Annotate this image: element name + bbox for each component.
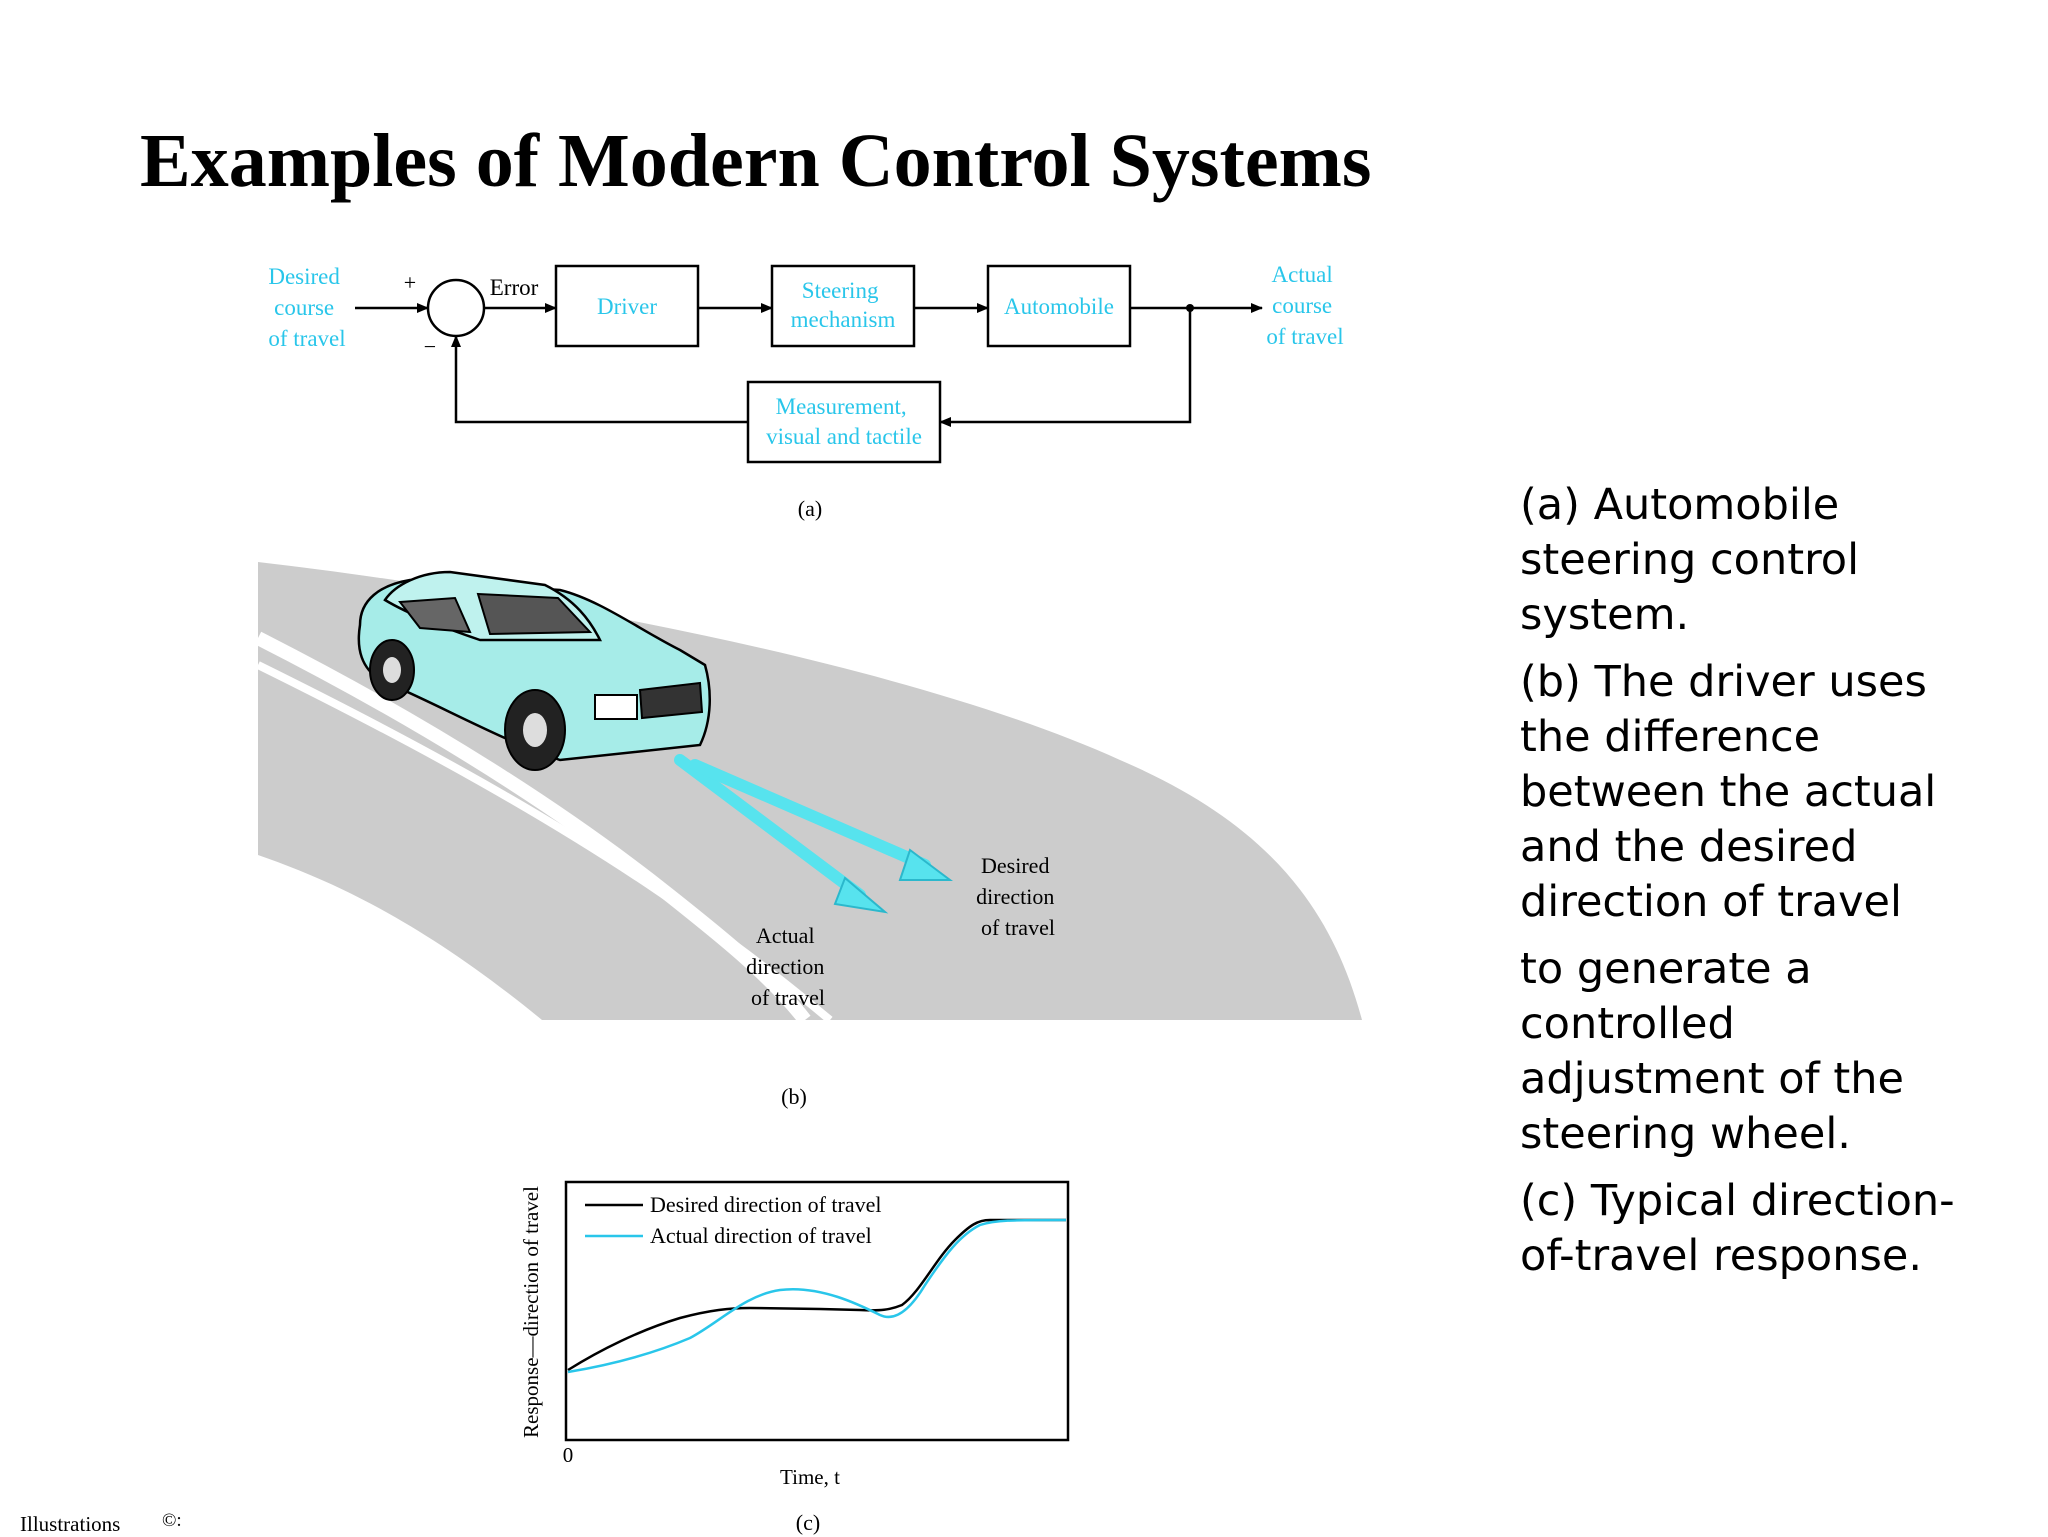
automobile-block (986, 264, 1132, 348)
summing-junction (426, 278, 486, 338)
desired-direction-arrow (689, 759, 931, 871)
chart-xlabel: Time, t (780, 1465, 840, 1489)
caption-b: (b) The driver uses the difference betwe… (1520, 657, 1937, 927)
car-windshield (476, 592, 593, 636)
minus-sign: − (424, 334, 436, 359)
car-front-hub (523, 713, 547, 747)
chart-origin: 0 (563, 1443, 574, 1467)
actual-direction-arrow (674, 754, 866, 901)
desired-arrowhead (898, 848, 953, 881)
steering-block (770, 264, 916, 348)
part-c-label: (c) (796, 1510, 820, 1535)
error-label: Error (490, 275, 539, 300)
part-b-label: (b) (781, 1084, 807, 1109)
car-rear-hub (383, 657, 401, 683)
steering-label: Steering mechanism (791, 278, 896, 332)
driver-label: Driver (597, 294, 657, 319)
footer-text: Illustrations (20, 1512, 121, 1536)
input-label: Desired course of travel (268, 264, 345, 351)
direction-arrows (674, 754, 953, 914)
desired-direction-label: Desired direction of travel (976, 853, 1060, 940)
car-side-window (398, 596, 472, 634)
actual-arrowhead (833, 876, 889, 914)
caption-b-continued: to generate a controlled adjustment of t… (1520, 944, 1904, 1159)
actual-direction-curve (567, 1218, 1067, 1374)
footer-copyright: ©: (162, 1510, 182, 1531)
measurement-label: Measurement, visual and tactile (766, 394, 922, 449)
response-chart: Desired direction of travel Actual direc… (519, 1180, 1070, 1535)
lane-marking-inner (256, 661, 833, 1024)
feedback-path-right (939, 308, 1192, 427)
actual-direction-label: Actual direction of travel (746, 923, 830, 1010)
legend-desired: Desired direction of travel (650, 1192, 882, 1217)
caption-text: (a) Automobile steering control system. … (1520, 478, 1990, 1296)
car-headlight (594, 694, 638, 720)
caption-c: (c) Typical direction-of-travel response… (1520, 1176, 1955, 1281)
legend-actual: Actual direction of travel (650, 1223, 872, 1248)
driver-block (554, 264, 700, 348)
block-diagram: Desired course of travel + − Error Drive… (268, 262, 1343, 521)
car-grille (638, 681, 704, 720)
part-a-label: (a) (798, 496, 822, 521)
car-illustration (357, 570, 711, 771)
plus-sign: + (404, 270, 416, 295)
lane-marking-outer (254, 631, 811, 1025)
chart-ylabel: Response—direction of travel (519, 1186, 543, 1438)
slide-title: Examples of Modern Control Systems (140, 119, 1372, 203)
road-illustration: Desired direction of travel Actual direc… (254, 562, 1362, 1109)
output-label: Actual course of travel (1266, 262, 1343, 349)
measurement-block (746, 380, 942, 464)
automobile-label: Automobile (1004, 294, 1114, 319)
caption-a: (a) Automobile steering control system. (1520, 480, 1860, 640)
feedback-path-left (451, 335, 748, 424)
